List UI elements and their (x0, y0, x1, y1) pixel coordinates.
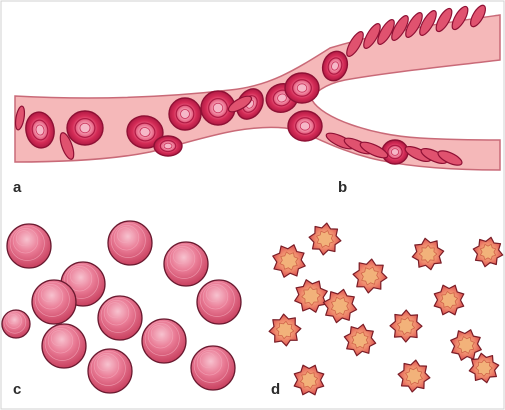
red-blood-cell (169, 98, 201, 130)
spherocyte (32, 280, 76, 324)
panel-label-b: b (338, 180, 347, 195)
spherocyte (191, 346, 235, 390)
spherocyte (164, 242, 208, 286)
spherocyte (42, 324, 86, 368)
spherocyte (197, 280, 241, 324)
red-blood-cell (67, 111, 103, 145)
panel-label-d: d (271, 382, 280, 397)
spherocyte (7, 224, 51, 268)
panel-label-c: c (13, 382, 21, 397)
red-blood-cell (154, 136, 182, 156)
red-blood-cell (288, 111, 322, 141)
echinocyte (390, 310, 422, 342)
red-blood-cell (285, 73, 319, 103)
spherocyte (142, 319, 186, 363)
spherocyte (98, 296, 142, 340)
spherocyte (2, 310, 30, 338)
panel-label-a: a (13, 180, 21, 195)
spherocyte (88, 349, 132, 393)
spherocyte (108, 221, 152, 265)
